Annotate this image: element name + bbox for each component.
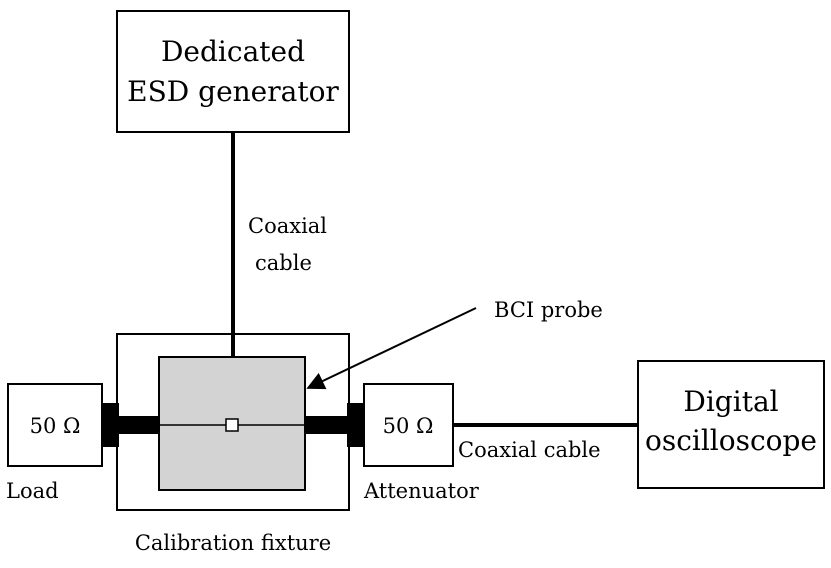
- right-conductor: [305, 416, 349, 434]
- load-label: Load: [6, 479, 59, 503]
- left-connector: [102, 403, 119, 447]
- vertical-cable-label-line1: Coaxial: [248, 214, 327, 238]
- load-value: 50 Ω: [30, 414, 81, 438]
- horizontal-cable-label: Coaxial cable: [458, 438, 601, 462]
- calibration-fixture-label: Calibration fixture: [135, 531, 331, 555]
- attenuator-value: 50 Ω: [383, 414, 434, 438]
- bci-probe-label: BCI probe: [494, 298, 603, 322]
- esd-generator-label-line2: ESD generator: [127, 75, 339, 108]
- esd-generator-label-line1: Dedicated: [161, 35, 305, 68]
- right-connector: [347, 403, 364, 447]
- oscilloscope-box: [637, 360, 825, 489]
- left-conductor: [117, 416, 159, 434]
- oscilloscope-label-line2: oscilloscope: [645, 424, 817, 457]
- oscilloscope-label-line1: Digital: [683, 385, 778, 418]
- conductor-marker: [225, 418, 239, 432]
- bci-probe-arrow: [306, 307, 477, 390]
- load-box: [7, 383, 103, 467]
- attenuator-label: Attenuator: [363, 479, 480, 503]
- esd-generator-box: [116, 10, 350, 133]
- vertical-cable-label-line2: cable: [255, 251, 312, 275]
